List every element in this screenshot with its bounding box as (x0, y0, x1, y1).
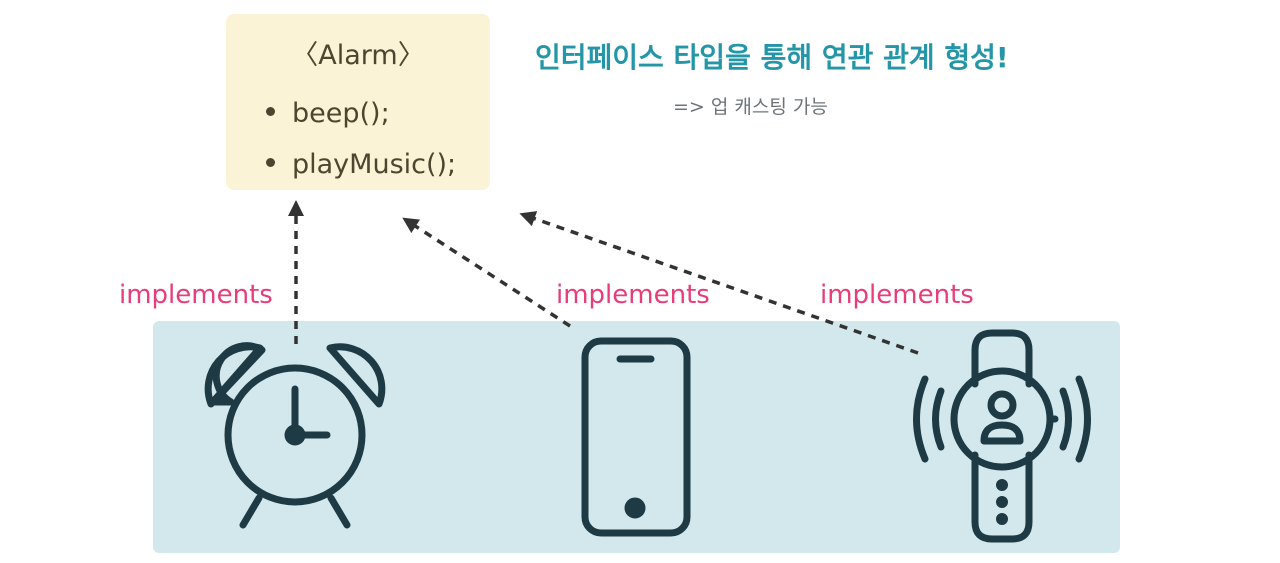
interface-title: 〈Alarm〉 (291, 40, 425, 71)
subline: => 업 캐스팅 가능 (673, 96, 828, 118)
alarm-interface-box: 〈Alarm〉 beep(); playMusic(); (226, 14, 490, 190)
implements-arrow-smartwatch (519, 211, 919, 355)
implements-label-smartphone: implements (556, 280, 710, 310)
alarm-clock-icon (204, 342, 386, 529)
method-item-playmusic: playMusic(); (266, 139, 456, 190)
method-label: playMusic(); (292, 149, 457, 180)
headline: 인터페이스 타입을 통해 연관 관계 형성! (535, 41, 1009, 74)
smartphone-icon (581, 337, 691, 537)
method-label: beep(); (292, 98, 390, 129)
method-item-beep: beep(); (266, 88, 456, 139)
implements-label-smartwatch: implements (820, 280, 974, 310)
implements-arrow-smartphone (402, 217, 571, 328)
implements-label-alarm-clock: implements (119, 280, 273, 310)
bullet-dot (266, 158, 275, 167)
smartwatch-icon (913, 329, 1091, 543)
method-list: beep(); playMusic(); (266, 88, 456, 190)
bullet-dot (266, 107, 275, 116)
